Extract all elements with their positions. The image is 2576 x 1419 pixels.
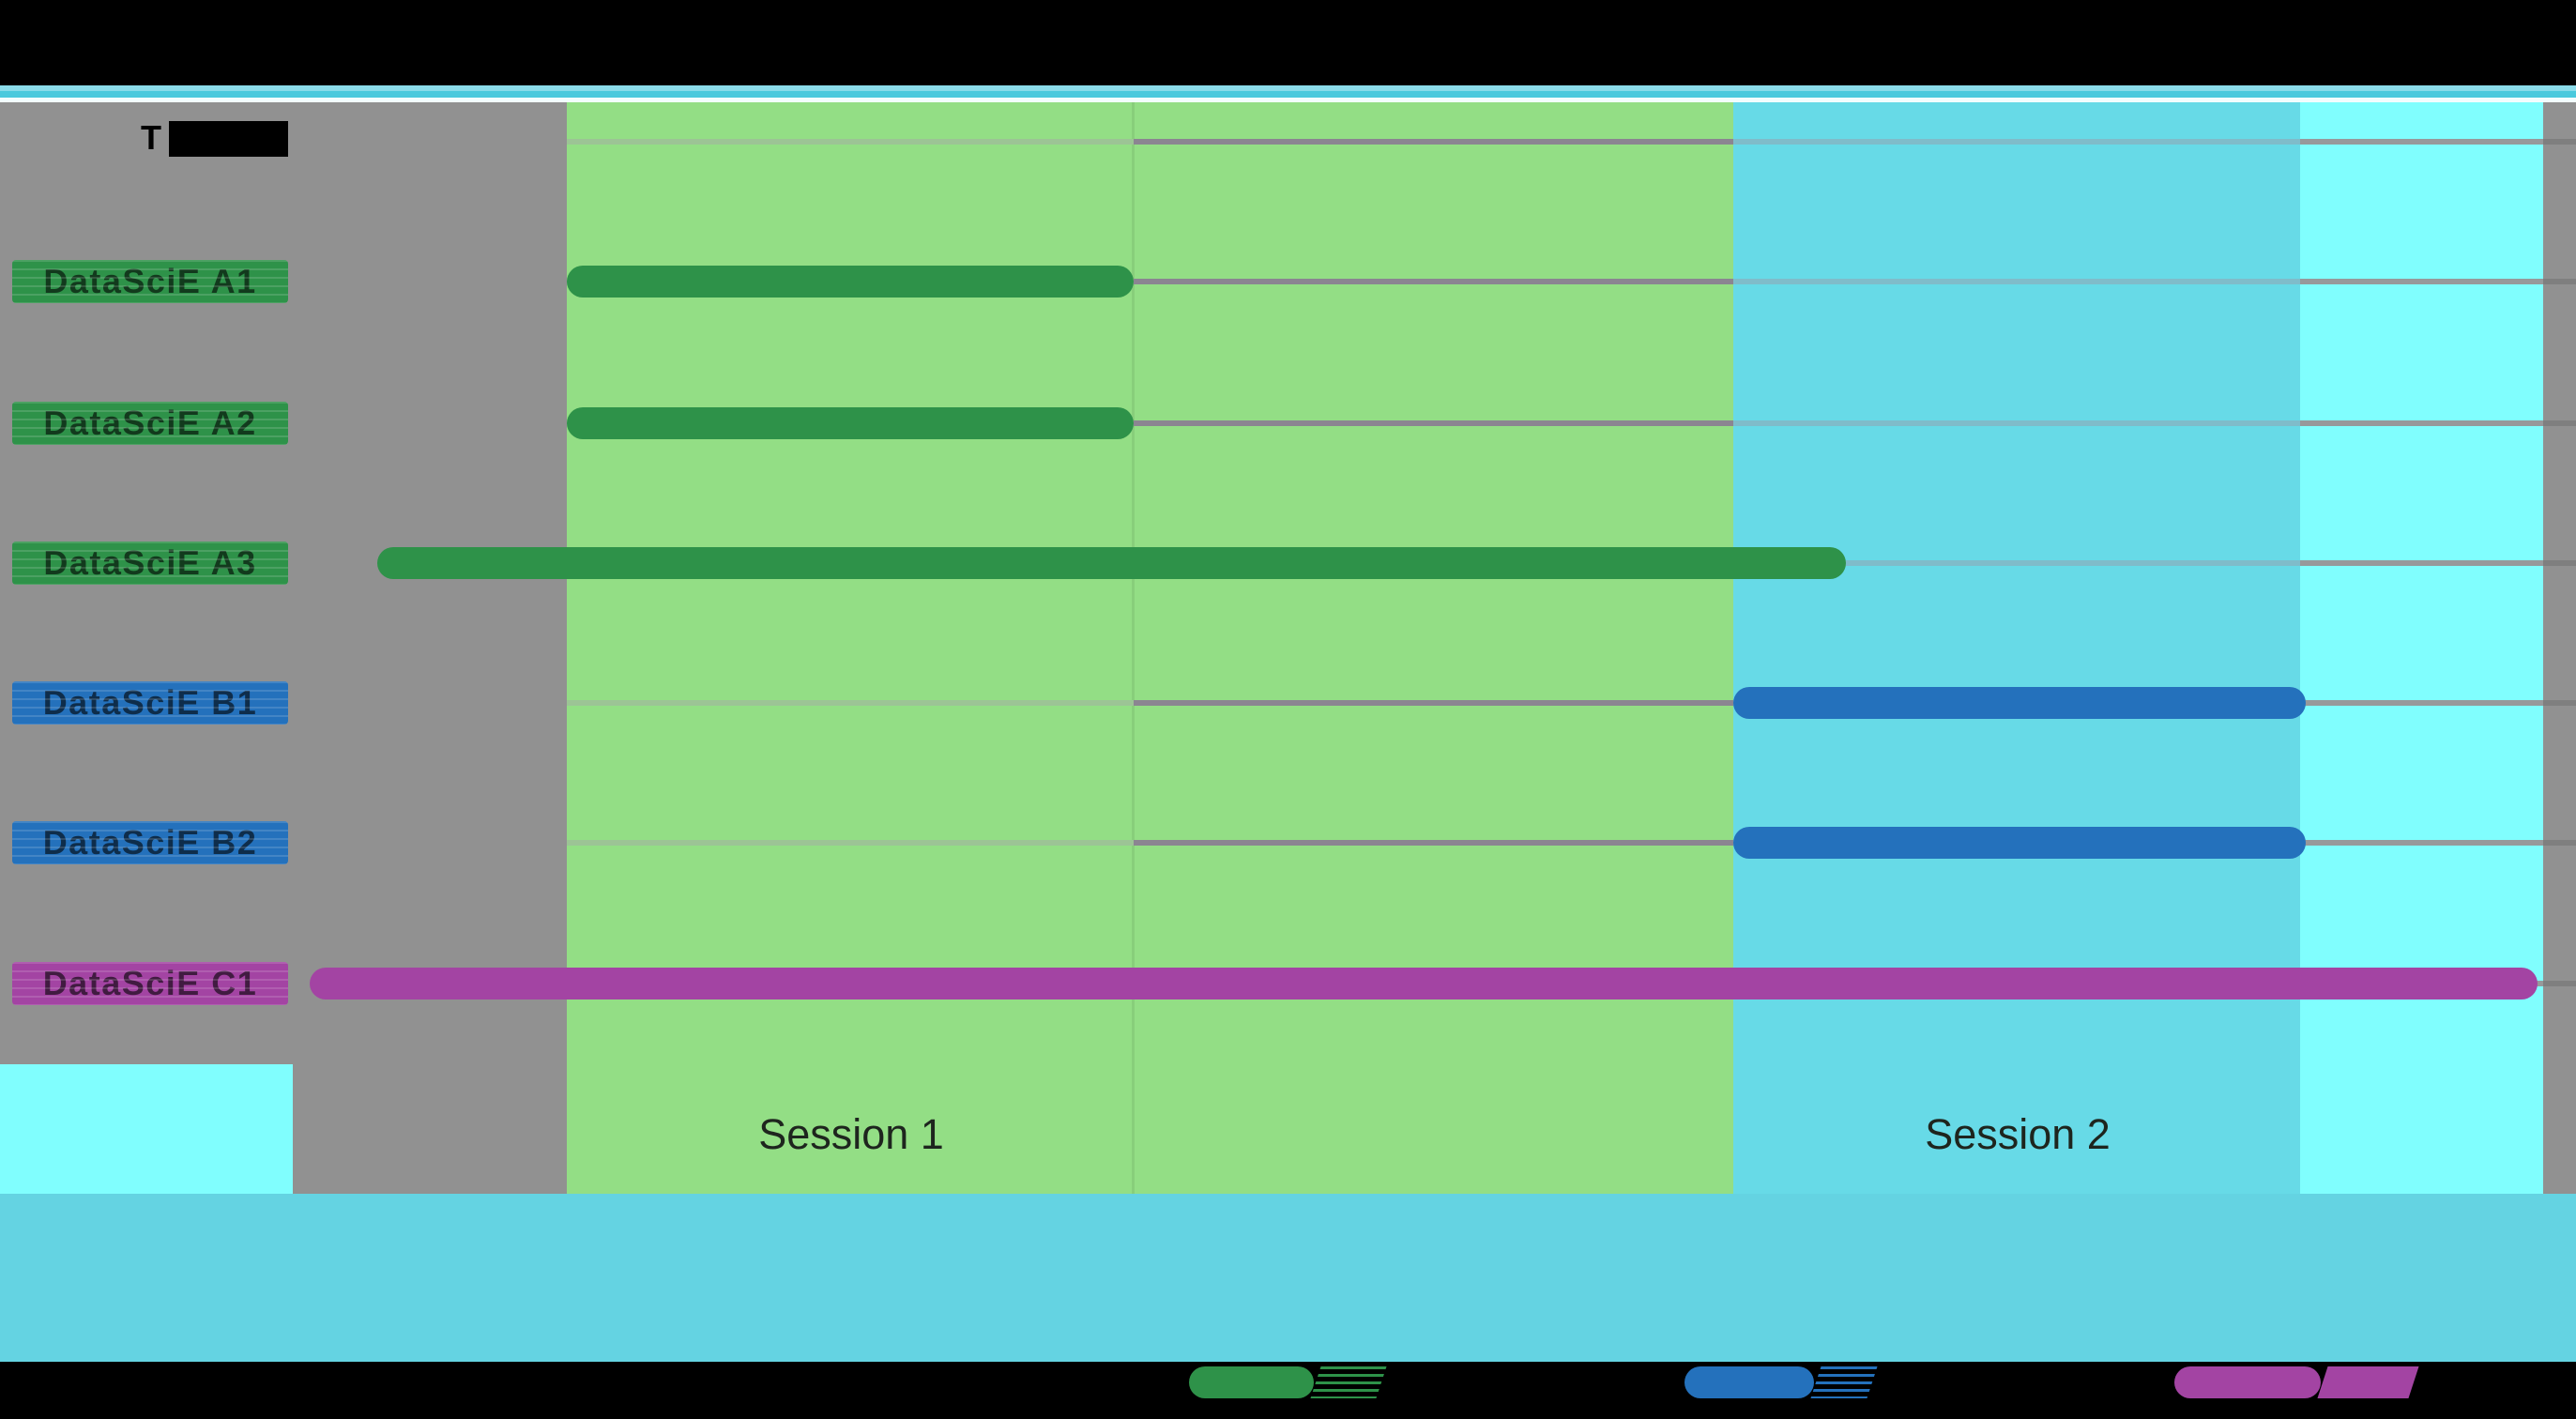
header-strip-white xyxy=(0,98,2576,102)
row-label-text: DataSciE A3 xyxy=(43,543,257,582)
gridline-segment xyxy=(2543,139,2576,145)
legend-swatch xyxy=(1189,1366,1314,1398)
row-label-text: DataSciE B2 xyxy=(42,823,258,862)
session-2-band xyxy=(1733,102,2300,1194)
gridline-segment xyxy=(2543,420,2576,426)
row-label-text: DataSciE A1 xyxy=(43,262,257,300)
row-label: DataSciE B2 xyxy=(12,821,288,864)
legend-streak xyxy=(1810,1366,1878,1398)
gridline-segment xyxy=(2543,560,2576,566)
right-highlight-band xyxy=(2300,102,2543,1194)
gridline-segment xyxy=(2300,700,2543,706)
gridline-segment xyxy=(1733,279,2300,284)
gridline-segment xyxy=(567,840,1134,846)
gridline-segment xyxy=(2543,981,2576,986)
row-label: DataSciE B1 xyxy=(12,681,288,725)
row-label: DataSciE C1 xyxy=(12,962,288,1005)
gridline-segment xyxy=(1134,840,1733,846)
header-strip-light xyxy=(0,85,2576,91)
plot-background-lower-right xyxy=(2543,1064,2576,1194)
legend-streak xyxy=(2317,1366,2419,1398)
task-bar xyxy=(377,547,1846,579)
task-bar xyxy=(1733,687,2306,719)
gridline-segment xyxy=(2543,840,2576,846)
row-label: DataSciE A3 xyxy=(12,542,288,585)
legend-swatch xyxy=(2174,1366,2321,1398)
gridline-segment xyxy=(1733,560,2300,566)
legend-bar xyxy=(0,1362,2576,1419)
gridline-segment xyxy=(2300,560,2543,566)
session-2-label: Session 2 xyxy=(1925,1110,2111,1158)
row-label-text: DataSciE A2 xyxy=(43,404,257,442)
row-label-text: DataSciE B1 xyxy=(42,683,258,722)
row-label-text: DataSciE C1 xyxy=(42,964,258,1002)
chart-title-redaction-box xyxy=(169,121,288,157)
bottom-cyan-band xyxy=(0,1194,2576,1362)
gridline-segment xyxy=(2300,420,2543,426)
gridline-segment xyxy=(2300,139,2543,145)
legend-swatch xyxy=(1684,1366,1814,1398)
plot-background-lower-mid xyxy=(293,1064,567,1194)
header-strip-dark xyxy=(0,91,2576,98)
gridline-segment xyxy=(2300,840,2543,846)
top-black-bar xyxy=(0,0,2576,85)
task-bar xyxy=(567,266,1134,298)
row-label: DataSciE A1 xyxy=(12,260,288,303)
chart-area: DataSciE A1 DataSciE A2 DataSciE A3 Data… xyxy=(0,102,2576,1194)
task-bar xyxy=(567,407,1134,439)
gridline-segment xyxy=(567,139,1134,145)
gridline-segment xyxy=(1733,139,2300,145)
gridline-segment xyxy=(1733,420,2300,426)
chart-title: T xyxy=(141,118,161,157)
gridline-segment xyxy=(1134,420,1733,426)
session-1-label: Session 1 xyxy=(758,1110,944,1158)
gridline-segment xyxy=(567,700,1134,706)
gridline-segment xyxy=(2300,279,2543,284)
gridline-segment xyxy=(1134,700,1733,706)
task-bar xyxy=(1733,827,2306,859)
row-label: DataSciE A2 xyxy=(12,402,288,445)
legend-streak xyxy=(1310,1366,1387,1398)
gridline-segment xyxy=(1134,279,1733,284)
gridline-segment xyxy=(1134,139,1733,145)
task-bar xyxy=(310,968,2538,999)
gridline-segment xyxy=(2543,279,2576,284)
gridline-segment xyxy=(2543,700,2576,706)
session-1-inner-divider xyxy=(1132,102,1135,1194)
